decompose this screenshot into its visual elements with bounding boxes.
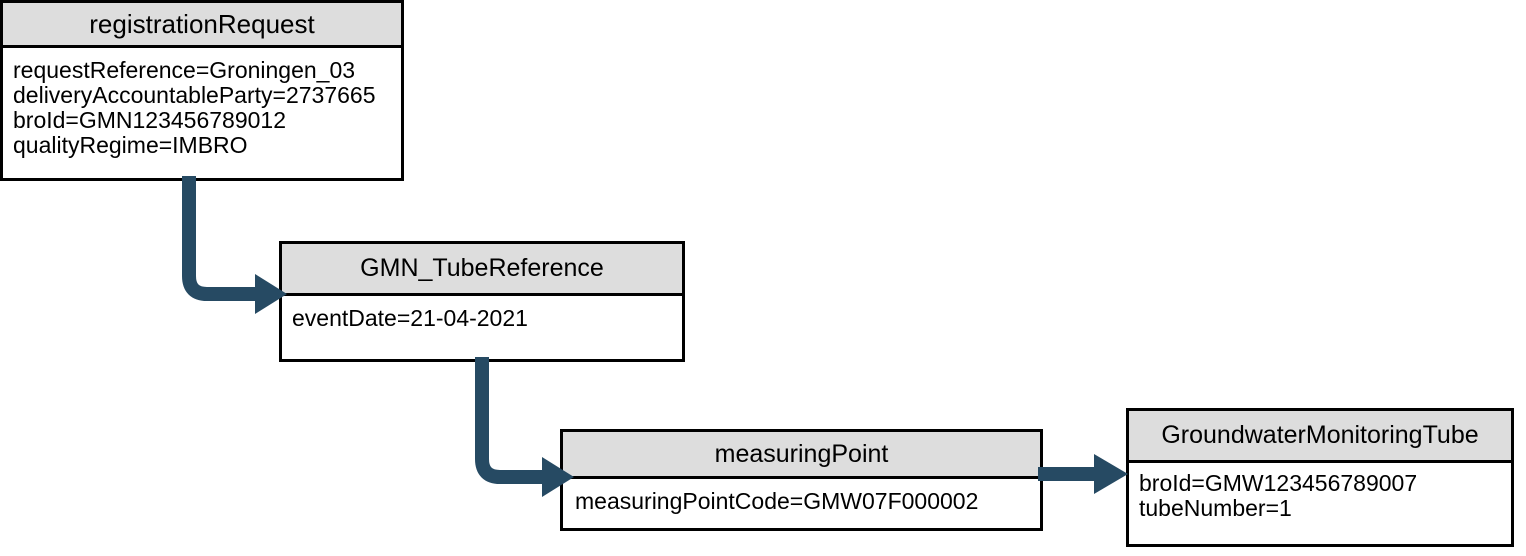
attribute-row: tubeNumber=1	[1139, 496, 1292, 521]
attribute-row: broId=GMW123456789007	[1139, 471, 1418, 496]
attribute-row: deliveryAccountableParty=2737665	[13, 83, 376, 108]
attribute-row: measuringPointCode=GMW07F000002	[575, 489, 979, 514]
object-attributes-measuring-point: measuringPointCode=GMW07F000002	[563, 479, 1040, 528]
attribute-row: requestReference=Groningen_03	[13, 58, 356, 83]
object-title-gmn-tube-reference: GMN_TubeReference	[282, 244, 682, 296]
object-title-groundwater-monitoring-tube: GroundwaterMonitoringTube	[1129, 411, 1511, 463]
object-title-registration-request: registrationRequest	[3, 3, 401, 48]
object-box-measuring-point[interactable]: measuringPoint measuringPointCode=GMW07F…	[560, 429, 1043, 531]
object-attributes-registration-request: requestReference=Groningen_03 deliveryAc…	[3, 48, 401, 178]
attribute-row: broId=GMN123456789012	[13, 108, 287, 133]
object-attributes-gmn-tube-reference: eventDate=21-04-2021	[282, 296, 682, 359]
object-box-groundwater-monitoring-tube[interactable]: GroundwaterMonitoringTube broId=GMW12345…	[1126, 408, 1514, 547]
connector-measuring-point-to-groundwater-monitoring-tube	[1038, 450, 1134, 498]
object-box-registration-request[interactable]: registrationRequest requestReference=Gro…	[0, 0, 404, 181]
attribute-row: eventDate=21-04-2021	[292, 306, 528, 331]
connector-line	[475, 357, 548, 484]
connector-registration-request-to-gmn-tube-reference	[175, 176, 295, 316]
connector-line	[182, 176, 261, 301]
attribute-row: qualityRegime=IMBRO	[13, 133, 248, 158]
object-box-gmn-tube-reference[interactable]: GMN_TubeReference eventDate=21-04-2021	[279, 241, 685, 362]
object-attributes-groundwater-monitoring-tube: broId=GMW123456789007 tubeNumber=1	[1129, 463, 1511, 544]
arrowhead-icon	[1094, 454, 1128, 494]
object-title-measuring-point: measuringPoint	[563, 432, 1040, 479]
